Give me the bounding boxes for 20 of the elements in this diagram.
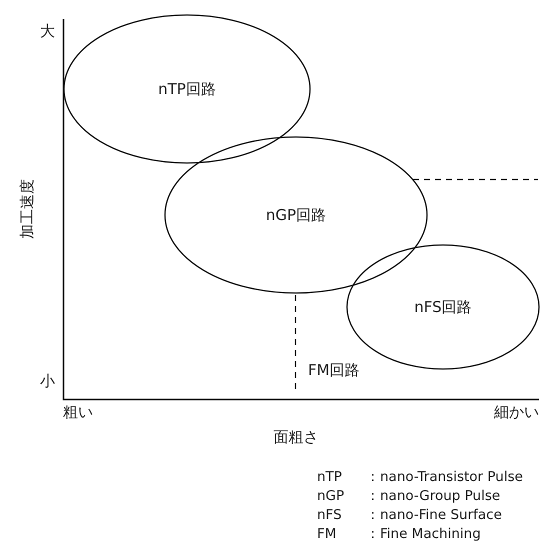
axis-end-label: 大 bbox=[40, 22, 55, 40]
region-label: nFS回路 bbox=[413, 298, 473, 317]
region-label: nTP回路 bbox=[157, 80, 217, 99]
abbreviation: nFS bbox=[317, 507, 342, 523]
abbreviation: nGP bbox=[317, 488, 344, 504]
region-label: FM回路 bbox=[308, 361, 360, 379]
abbreviation: FM bbox=[317, 526, 336, 541]
definition: ：nano-Group Pulse bbox=[366, 488, 500, 504]
region-label: nGP回路 bbox=[264, 206, 328, 225]
abbreviation: nTP bbox=[317, 469, 342, 485]
axis-end-label: 細かい bbox=[494, 403, 539, 421]
ellipse-region bbox=[63, 14, 311, 164]
axis-title: 面粗さ bbox=[274, 428, 318, 446]
definition: ：nano-Fine Surface bbox=[366, 507, 502, 523]
definition: ：nano-Transistor Pulse bbox=[366, 469, 523, 485]
definition: ：Fine Machining bbox=[366, 526, 481, 541]
axis-end-label: 粗い bbox=[63, 403, 93, 421]
ellipse-region bbox=[164, 136, 428, 294]
axis-title: 加工速度 bbox=[18, 179, 36, 239]
axis-end-label: 小 bbox=[40, 372, 55, 390]
